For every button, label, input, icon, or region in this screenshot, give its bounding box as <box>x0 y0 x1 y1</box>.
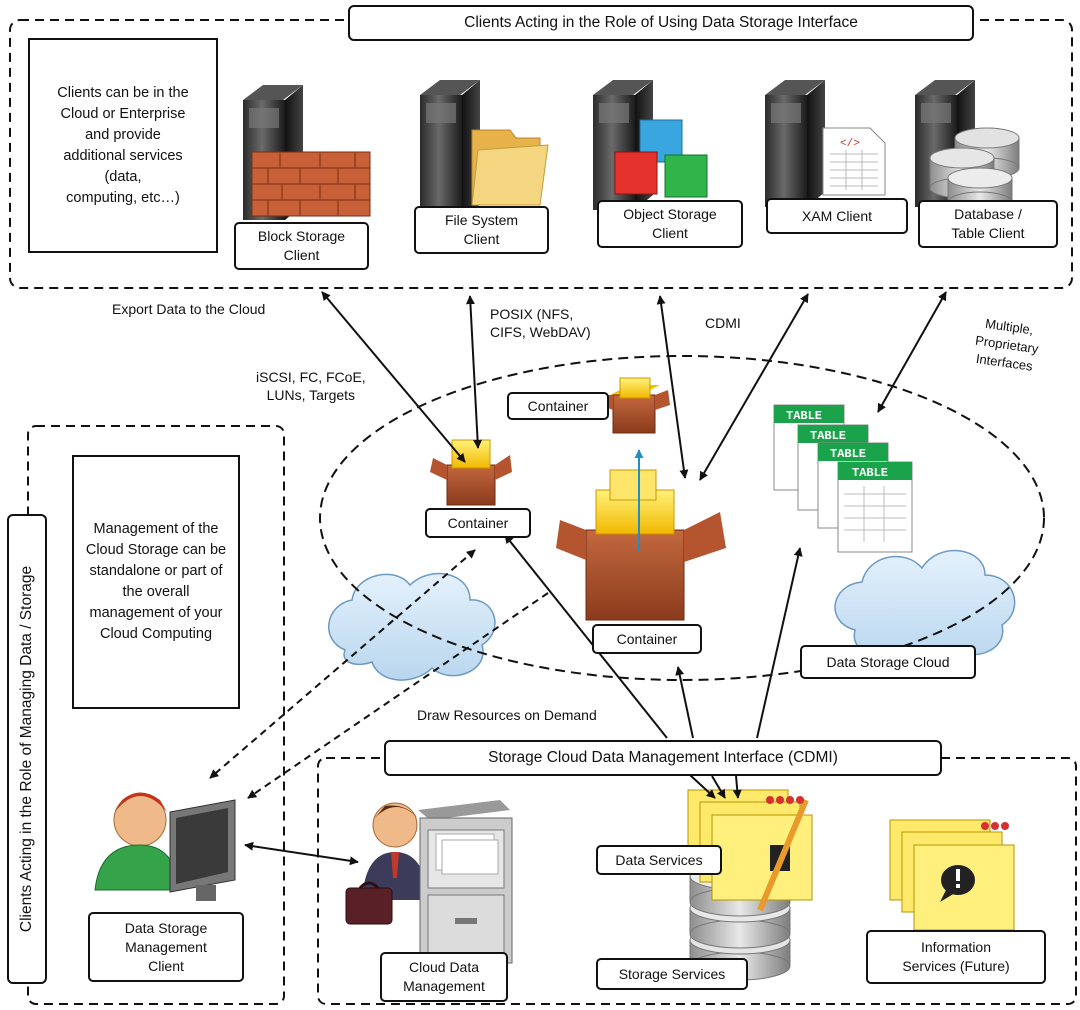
arrow-database-to-tables <box>877 291 947 413</box>
data-storage-management-client-label: Data Storage Management Client <box>88 912 244 982</box>
arrow-cdmi-to-services-3 <box>732 775 742 799</box>
data-storage-cloud-outline <box>319 355 1045 681</box>
container-center-label: Container <box>592 624 702 654</box>
table-label-4: TABLE <box>852 466 888 480</box>
arrow-client-to-cloud-data-management <box>244 841 359 866</box>
folder-icon <box>471 129 549 206</box>
management-header-text: Clients Acting in the Role of Managing D… <box>18 565 35 933</box>
cloud-left <box>328 572 496 681</box>
server-icon-file <box>420 80 480 220</box>
arrow-cdmi-to-services-1 <box>689 774 716 799</box>
clients-header: Clients Acting in the Role of Using Data… <box>348 5 974 41</box>
cdmi-header: Storage Cloud Data Management Interface … <box>384 740 942 776</box>
arrow-file-to-container <box>465 295 483 449</box>
admin-user-icon <box>94 792 236 901</box>
object-storage-client-label: Object Storage Client <box>597 200 743 248</box>
management-note: Management of the Cloud Storage can be s… <box>72 455 240 709</box>
container-top-icon <box>600 377 670 434</box>
object-cubes-icon <box>614 119 708 198</box>
arrow-cdmi-to-services-2 <box>711 775 726 799</box>
information-services-notepad-icon <box>889 819 1015 931</box>
arrow-block-to-container <box>321 291 466 463</box>
management-header: Clients Acting in the Role of Managing D… <box>7 514 47 984</box>
data-services-label: Data Services <box>596 845 722 875</box>
file-system-client-label: File System Client <box>414 206 549 254</box>
arrow-cdmi-to-tables <box>756 547 803 739</box>
arrow-xam-cdmi <box>699 293 809 481</box>
arrow-cdmi-to-center-container <box>675 666 694 739</box>
businessman-icon <box>345 802 428 925</box>
dashed-arrow-management-to-container <box>209 549 476 779</box>
information-services-label: Information Services (Future) <box>866 930 1046 984</box>
arrow-cdmi-to-left-container <box>504 534 668 739</box>
cdmi-protocol-label: CDMI <box>705 315 741 331</box>
storage-services-label: Storage Services <box>596 958 748 990</box>
xam-tag-text: </> <box>840 138 860 150</box>
clients-note: Clients can be in the Cloud or Enterpris… <box>28 38 218 253</box>
draw-resources-label: Draw Resources on Demand <box>417 707 597 723</box>
dashed-arrow-management-to-client <box>247 592 549 799</box>
iscsi-label: iSCSI, FC, FCoE, LUNs, Targets <box>256 369 366 403</box>
table-documents-icon: TABLE TABLE TABLE TABLE <box>773 404 913 553</box>
file-cabinet-icon <box>418 800 513 964</box>
server-icon-xam <box>765 80 825 207</box>
container-center-icon <box>556 469 726 621</box>
container-top-label: Container <box>507 392 609 420</box>
table-label-3: TABLE <box>830 447 866 461</box>
xam-document-icon: </> <box>822 127 886 196</box>
data-storage-cloud-label: Data Storage Cloud <box>800 645 976 679</box>
cloud-data-management-label: Cloud Data Management <box>380 952 508 1002</box>
export-data-label: Export Data to the Cloud <box>112 301 266 317</box>
brick-wall-icon <box>251 151 371 217</box>
xam-client-label: XAM Client <box>766 198 908 234</box>
container-left-label: Container <box>425 508 531 538</box>
container-left-icon <box>430 439 512 506</box>
posix-label: POSIX (NFS, CIFS, WebDAV) <box>490 306 591 340</box>
arrow-object-to-container <box>656 295 689 479</box>
block-storage-client-label: Block Storage Client <box>234 222 369 270</box>
database-table-client-label: Database / Table Client <box>918 200 1058 248</box>
cdmi-region <box>317 757 1077 1005</box>
table-label-1: TABLE <box>786 409 822 423</box>
multiple-interfaces-label: Multiple, Proprietary Interfaces <box>974 315 1040 374</box>
table-label-2: TABLE <box>810 429 846 443</box>
